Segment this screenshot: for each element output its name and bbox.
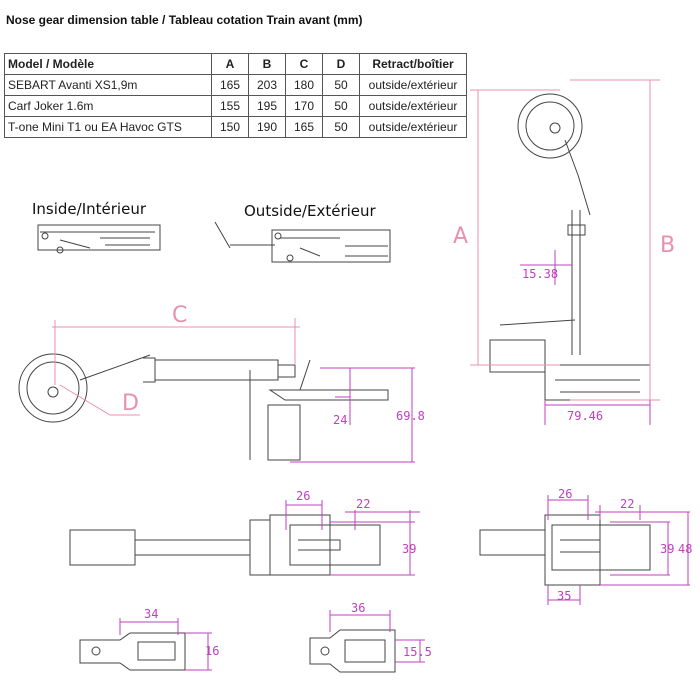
- dim-B-label: B: [660, 233, 675, 258]
- outside-label: Outside/Extérieur: [244, 202, 377, 220]
- bracket-left-drawing: [79, 632, 186, 671]
- cell: 195: [248, 95, 286, 117]
- dim-22-b: 22: [620, 497, 634, 511]
- dim-69-8: 69.8: [396, 409, 425, 423]
- dim-39-a: 39: [402, 542, 416, 556]
- dim-A-label: A: [453, 224, 468, 249]
- col-retract: Retract/boîtier: [359, 53, 467, 75]
- dim-26-b: 26: [558, 487, 572, 501]
- bracket-right-drawing: [309, 629, 396, 673]
- dim-26-a: 26: [296, 489, 310, 503]
- cell: 203: [248, 74, 286, 96]
- side-view-drawing: [489, 93, 651, 401]
- dimension-table: Model / Modèle A B C D Retract/boîtier S…: [4, 53, 467, 138]
- cell: 150: [211, 116, 249, 138]
- cell: outside/extérieur: [359, 74, 467, 96]
- nose-gear-side-drawing: [18, 353, 389, 461]
- dim-C-label: C: [172, 303, 187, 328]
- inside-retract-drawing: [37, 224, 161, 254]
- cell: SEBART Avanti XS1,9m: [4, 74, 212, 96]
- cell: outside/extérieur: [359, 95, 467, 117]
- cell: 170: [285, 95, 323, 117]
- cell: T-one Mini T1 ou EA Havoc GTS: [4, 116, 212, 138]
- cell: 50: [322, 74, 360, 96]
- dim-35: 35: [557, 589, 571, 603]
- dim-36: 36: [351, 601, 365, 615]
- table-header-row: Model / Modèle A B C D Retract/boîtier: [4, 53, 467, 75]
- dim-39-b: 39: [660, 542, 674, 556]
- dim-48: 48: [678, 542, 692, 556]
- dim-34: 34: [144, 607, 158, 621]
- cell: 190: [248, 116, 286, 138]
- dim-D-label: D: [122, 391, 139, 416]
- outside-retract-drawing: [214, 221, 391, 263]
- cell: Carf Joker 1.6m: [4, 95, 212, 117]
- bottom-left-drawing: [69, 514, 381, 576]
- dim-79-46: 79.46: [567, 409, 603, 423]
- dim-15-5: 15.5: [403, 645, 432, 659]
- inside-label: Inside/Intérieur: [32, 200, 147, 218]
- dim-24: 24: [333, 413, 347, 427]
- page-title: Nose gear dimension table / Tableau cota…: [6, 13, 363, 27]
- cell: outside/extérieur: [359, 116, 467, 138]
- dim-16: 16: [205, 644, 219, 658]
- dim-22-a: 22: [356, 497, 370, 511]
- dim-15-38: 15.38: [522, 267, 558, 281]
- cell: 50: [322, 116, 360, 138]
